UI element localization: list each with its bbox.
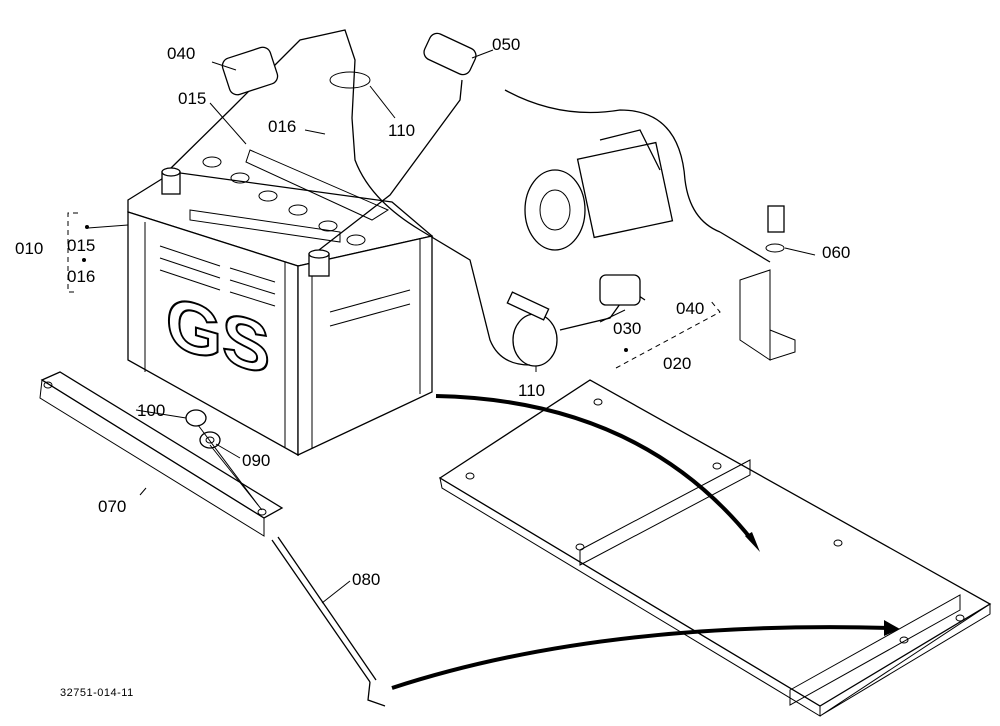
drawing-code: 32751-014-11: [60, 687, 134, 699]
callout-010: 010: [15, 239, 44, 258]
callout-060: 060: [822, 243, 851, 262]
callout-040: 040: [167, 44, 196, 63]
callout-020: 020: [663, 354, 692, 373]
callout-080: 080: [352, 570, 381, 589]
callout-030: 030: [613, 319, 642, 338]
callout-070: 070: [98, 497, 127, 516]
callout-090: 090: [242, 451, 271, 470]
group-brackets: [67, 212, 721, 369]
callout-040-group: 040: [676, 299, 705, 318]
callout-110-top: 110: [388, 121, 416, 140]
battery-tray: [438, 379, 992, 717]
callout-016-group: 016: [67, 267, 96, 286]
battery: [127, 149, 434, 457]
callout-015-group: 015: [67, 236, 96, 255]
callout-110-bottom: 110: [518, 381, 546, 400]
battery-cables: [170, 29, 721, 366]
ground-strap: [719, 205, 796, 361]
hold-down-bar: [39, 371, 284, 537]
callout-015: 015: [178, 89, 207, 108]
lower-clamp-assembly: [506, 274, 646, 367]
nut-washer: [185, 409, 263, 511]
leader-lines: [135, 49, 816, 604]
starter-motor: [524, 129, 674, 251]
assembly-arrows: [391, 394, 900, 690]
callout-016: 016: [268, 117, 297, 136]
callout-100: 100: [137, 401, 166, 420]
callout-050: 050: [492, 35, 521, 54]
hold-down-rod: [271, 536, 386, 707]
